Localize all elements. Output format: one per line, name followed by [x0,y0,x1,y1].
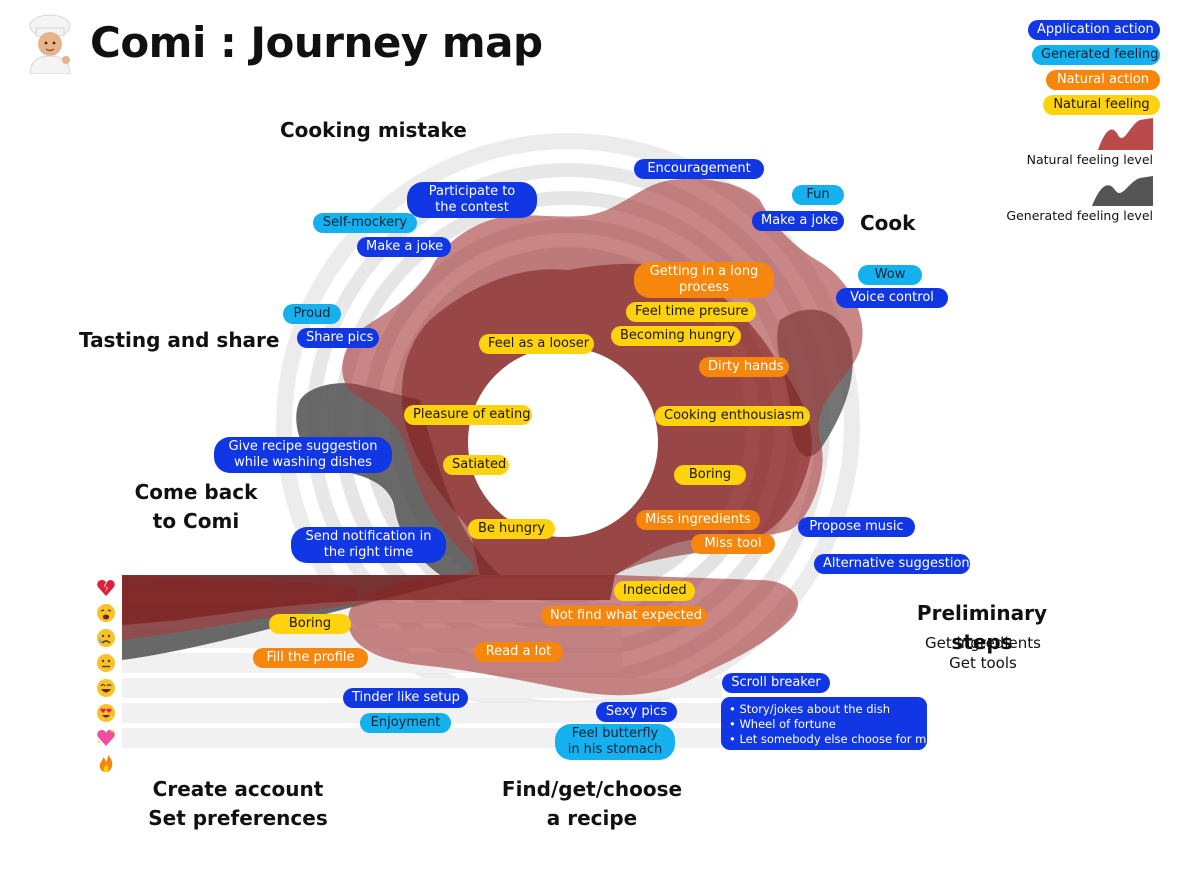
page-title: Comi : Journey map [90,18,543,67]
feel-butterfly-line2: in his stomach [567,742,663,757]
send-notif-line1: Send notification in [305,529,432,544]
label-alt-suggestion: Alternative suggestion [814,554,970,574]
legend-natural-level-label: Natural feeling level [1026,152,1153,167]
label-share-pics: Share pics [297,328,379,348]
grinning-face-icon [97,679,115,697]
section-come-back-line2: to Comi [152,509,240,533]
section-preliminary-sub: Get ingredients Get tools [905,633,1061,673]
heart-eyes-face-icon [97,704,115,722]
label-make-joke-right: Make a joke [752,211,844,231]
label-dirty-hands: Dirty hands [699,357,789,377]
label-voice-control: Voice control [836,288,948,308]
feel-butterfly-line1: Feel butterfly [571,726,659,741]
getting-long-line2: process [679,280,729,295]
generated-feeling-level-swatch [1092,176,1153,206]
label-fun: Fun [792,185,844,205]
label-miss-tool: Miss tool [691,534,775,554]
sparkling-heart-icon [97,729,115,746]
preliminary-sub-line2: Get tools [949,654,1017,672]
label-be-hungry: Be hungry [468,519,555,539]
legend-application-action: Application action [1028,20,1160,40]
label-boring-left: Boring [269,614,351,634]
label-scroll-breaker: Scroll breaker [722,673,830,693]
section-come-back-line1: Come back [134,480,258,504]
label-miss-ingredients: Miss ingredients [636,510,760,530]
broken-heart-icon [97,580,115,596]
section-cooking-mistake: Cooking mistake [280,118,467,142]
legend-natural-action: Natural action [1046,70,1160,90]
scroll-breaker-options: • Story/jokes about the dish • Wheel of … [721,697,934,750]
neutral-face-icon [97,654,115,672]
label-indecided: Indecided [614,581,695,601]
label-cooking-enth: Cooking enthousiasm [655,406,810,426]
label-satiated: Satiated [443,455,509,475]
scroll-option-3: • Let somebody else choose for me [729,732,934,746]
send-notif-line2: the right time [323,545,414,560]
center-hole [468,347,658,537]
legend-generated-level-label: Generated feeling level [1006,208,1153,223]
scroll-option-1: • Story/jokes about the dish [729,702,891,716]
create-account-line2: Set preferences [148,806,328,830]
label-wow: Wow [858,265,922,285]
find-recipe-line2: a recipe [546,806,638,830]
fire-icon [99,755,113,772]
natural-dark-band [122,575,615,625]
legend-natural-feeling: Natural feeling [1043,95,1160,115]
label-propose-music: Propose music [798,517,915,537]
create-account-line1: Create account [152,777,324,801]
label-sexy-pics: Sexy pics [596,702,677,722]
label-send-notif: Send notification in the right time [291,527,446,563]
preliminary-sub-line1: Get ingredients [925,634,1041,652]
give-recipe-line2: while washing dishes [234,455,372,470]
section-find-recipe: Find/get/choose a recipe [492,775,692,833]
label-self-mockery: Self-mockery [313,213,417,233]
getting-long-line1: Getting in a long [649,264,759,279]
label-enjoyment: Enjoyment [360,713,451,733]
weary-face-icon [97,604,115,622]
natural-feeling-level-swatch [1098,118,1153,150]
label-fill-profile: Fill the profile [253,648,368,668]
participate-line2: the contest [435,200,509,215]
label-participate: Participate to the contest [407,182,537,218]
give-recipe-line1: Give recipe suggestion [228,439,378,454]
crying-face-icon [97,629,115,647]
participate-line1: Participate to [428,184,516,199]
label-feel-butterfly: Feel butterfly in his stomach [555,724,675,760]
label-becoming-hungry: Becoming hungry [611,326,741,346]
chef-emoji-icon [29,14,71,74]
scroll-option-2: • Wheel of fortune [729,717,836,731]
label-read-lot: Read a lot [474,642,563,662]
label-make-joke-left: Make a joke [357,237,451,257]
section-tasting: Tasting and share [79,328,280,352]
section-come-back: Come back to Comi [126,478,266,536]
label-feel-looser: Feel as a looser [479,334,594,354]
section-preliminary: Preliminary steps [916,601,1048,654]
label-pleasure: Pleasure of eating [404,405,532,425]
find-recipe-line1: Find/get/choose [501,777,683,801]
section-cook: Cook [860,211,916,235]
label-tinder: Tinder like setup [343,688,468,708]
label-boring-inner: Boring [674,465,746,485]
section-create-account: Create account Set preferences [140,775,336,833]
label-feel-time: Feel time presure [626,302,756,322]
label-getting-long: Getting in a long process [634,262,774,298]
label-not-find: Not find what expected [541,606,707,626]
label-give-recipe: Give recipe suggestion while washing dis… [214,437,392,473]
label-proud: Proud [283,304,341,324]
label-encouragement: Encouragement [634,159,764,179]
legend-generated-feeling: Generated feeling [1032,45,1160,65]
